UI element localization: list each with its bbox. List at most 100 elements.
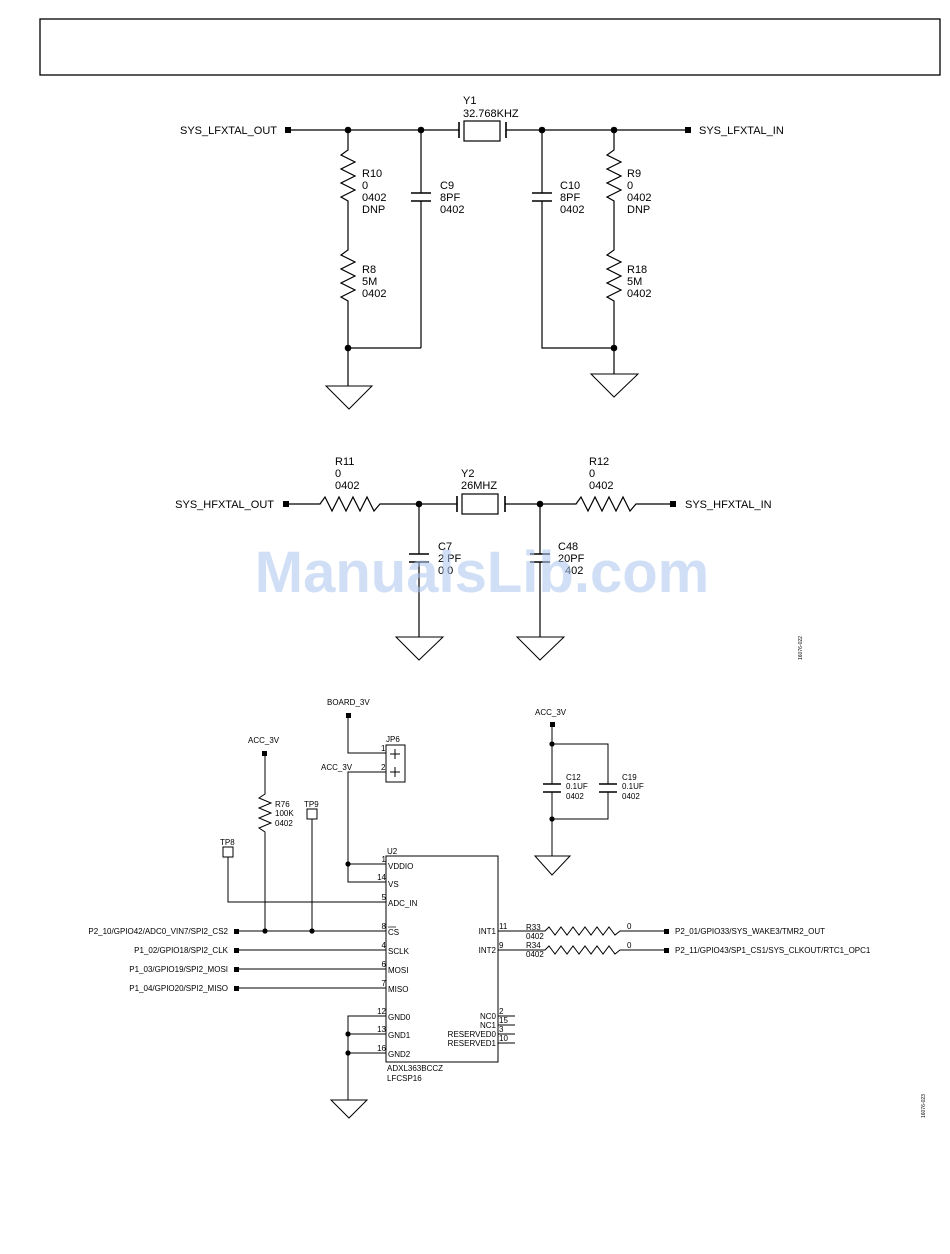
y2-plates bbox=[456, 496, 506, 512]
c48-value: 20PF bbox=[558, 553, 585, 565]
r11-ref: R11 bbox=[335, 456, 354, 468]
jp6-acc-3v-label: ACC_3V bbox=[321, 763, 353, 772]
u2-pin-num: 3 bbox=[499, 1025, 504, 1034]
hfxtal-out-label: SYS_HFXTAL_OUT bbox=[175, 499, 274, 511]
junction-dot bbox=[610, 344, 618, 352]
y2-crystal bbox=[461, 493, 499, 515]
u2-pin-name: ADC_IN bbox=[388, 899, 418, 908]
watermark: ManualsLib.com bbox=[255, 540, 709, 605]
miso-port bbox=[234, 986, 239, 991]
r9-r18-branch bbox=[605, 130, 623, 374]
c7-ref: C7 bbox=[438, 541, 452, 553]
lfxtal-circuit: SYS_LFXTAL_OUT SYS_LFXTAL_IN Y1 32.768KH… bbox=[180, 95, 784, 410]
net-miso-label: P1_04/GPIO20/SPI2_MISO bbox=[129, 984, 228, 993]
c7-plates bbox=[409, 553, 429, 563]
int2-port bbox=[664, 948, 669, 953]
vddio-vs-wire bbox=[347, 771, 386, 883]
board-3v-port bbox=[346, 713, 351, 718]
u2-pin-num: 4 bbox=[382, 941, 387, 950]
y1-ref: Y1 bbox=[463, 95, 476, 107]
u2-ground-icon bbox=[329, 1099, 369, 1119]
c19-size: 0402 bbox=[622, 792, 640, 801]
u2-pin-num: 5 bbox=[382, 893, 387, 902]
lfxtal-left-ground-icon bbox=[324, 385, 374, 410]
u2-pin-name: RESERVED1 bbox=[448, 1039, 497, 1048]
u2-pin-num: 2 bbox=[499, 1007, 504, 1016]
r12-size: 0402 bbox=[589, 480, 613, 492]
u2-pin-num: 7 bbox=[382, 979, 387, 988]
y2-value: 26MHZ bbox=[461, 480, 497, 492]
r10-value: 0 bbox=[362, 180, 368, 192]
u2-pin-num: 9 bbox=[499, 941, 504, 950]
junction-dot bbox=[262, 928, 268, 934]
lfxtal-right-ground-icon bbox=[589, 373, 640, 398]
y1-plates bbox=[458, 122, 507, 138]
c10-plates bbox=[532, 192, 552, 202]
r9-size: 0402 bbox=[627, 192, 651, 204]
hfxtal-in-label: SYS_HFXTAL_IN bbox=[685, 499, 772, 511]
acc-3v-decap-port bbox=[550, 722, 555, 727]
c12-c19-plates bbox=[543, 783, 617, 793]
c48-ref: C48 bbox=[558, 541, 578, 553]
tp9-test-point bbox=[306, 808, 318, 820]
u2-pin-name: MOSI bbox=[388, 966, 408, 975]
lfxtal-in-port bbox=[685, 127, 691, 133]
u2-pin-num: 11 bbox=[499, 922, 508, 931]
r11-size: 0402 bbox=[335, 480, 359, 492]
u2-pin-name: NC0 bbox=[480, 1012, 497, 1021]
junction-dot bbox=[345, 1031, 351, 1037]
r10-r8-branch bbox=[339, 130, 421, 386]
u2-package: LFCSP16 bbox=[387, 1074, 422, 1083]
u2-ref: U2 bbox=[387, 847, 398, 856]
figure-id-bottom: 16076-023 bbox=[921, 1094, 927, 1118]
u2-pin-name: GND0 bbox=[388, 1013, 411, 1022]
net-mosi-label: P1_03/GPIO19/SPI2_MOSI bbox=[129, 965, 228, 974]
r33-wire bbox=[498, 926, 665, 936]
u2-pin-name: INT1 bbox=[479, 927, 497, 936]
jp6-ref: JP6 bbox=[386, 735, 400, 744]
r11-wire bbox=[288, 495, 457, 513]
hfxtal-out-port bbox=[283, 501, 289, 507]
r33-value: 0 bbox=[627, 922, 632, 931]
r11-value: 0 bbox=[335, 468, 341, 480]
hfxtal-in-port bbox=[670, 501, 676, 507]
acc-3v-decap-label: ACC_3V bbox=[535, 708, 567, 717]
r9-note: DNP bbox=[627, 204, 650, 216]
lfxtal-out-label: SYS_LFXTAL_OUT bbox=[180, 125, 277, 137]
gnd-pins-wire bbox=[347, 1015, 386, 1100]
r12-value: 0 bbox=[589, 468, 595, 480]
c7-value: 2 PF bbox=[438, 553, 462, 565]
junction-dot bbox=[417, 126, 425, 134]
c7-ground-icon bbox=[394, 636, 445, 661]
net-int1-label: P2_01/GPIO33/SYS_WAKE3/TMR2_OUT bbox=[675, 927, 825, 936]
header-frame bbox=[39, 18, 941, 76]
junction-dot bbox=[415, 500, 423, 508]
r10-ref: R10 bbox=[362, 168, 382, 180]
tp8-label: TP8 bbox=[220, 838, 235, 847]
c9-value: 8PF bbox=[440, 192, 460, 204]
r12-wire bbox=[505, 495, 673, 513]
junction-dot bbox=[536, 500, 544, 508]
u2-pin-num: 12 bbox=[377, 1007, 386, 1016]
c9-plates bbox=[411, 192, 431, 202]
y1-crystal bbox=[463, 120, 501, 142]
jp6-pins-icon bbox=[390, 749, 400, 777]
c9-size: 0402 bbox=[440, 204, 464, 216]
r34-size: 0402 bbox=[526, 950, 544, 959]
u2-part: ADXL363BCCZ bbox=[387, 1064, 443, 1073]
c10-ref: C10 bbox=[560, 180, 580, 192]
decap-wire bbox=[551, 727, 609, 856]
c48-size: 402 bbox=[565, 565, 583, 577]
junction-dot bbox=[309, 928, 315, 934]
u2-pin-num: 1 bbox=[382, 855, 387, 864]
tp9-label: TP9 bbox=[304, 800, 319, 809]
r33-ref: R33 bbox=[526, 923, 541, 932]
u2-pin-num: 15 bbox=[499, 1016, 508, 1025]
lfxtal-out-port bbox=[285, 127, 291, 133]
mosi-port bbox=[234, 967, 239, 972]
r18-size: 0402 bbox=[627, 288, 651, 300]
r10-size: 0402 bbox=[362, 192, 386, 204]
c12-size: 0402 bbox=[566, 792, 584, 801]
u2-pin-name: SCLK bbox=[388, 947, 410, 956]
